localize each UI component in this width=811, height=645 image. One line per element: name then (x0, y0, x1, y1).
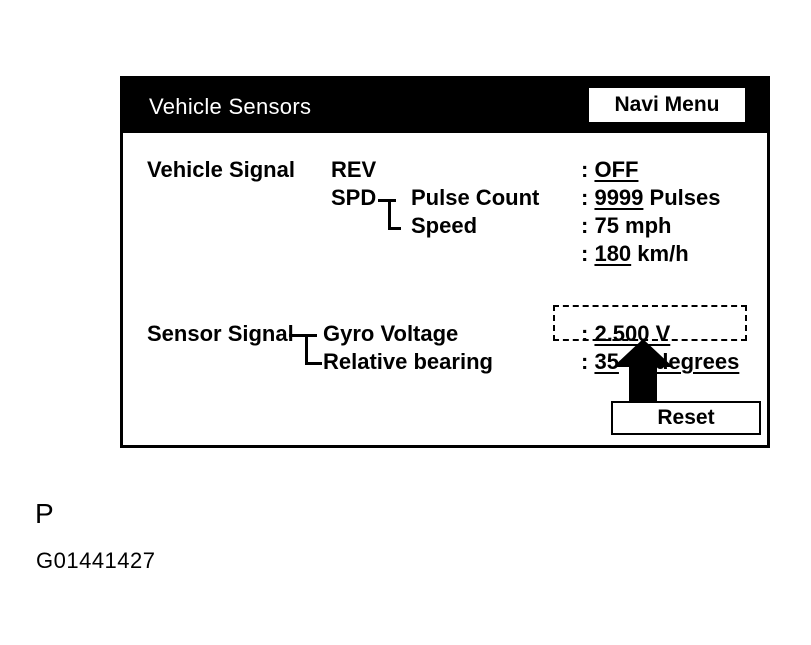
spd-label: SPD (331, 185, 377, 210)
up-arrow-icon (613, 339, 673, 411)
spd-bracket (388, 199, 401, 230)
navi-menu-button[interactable]: Navi Menu (589, 88, 745, 122)
speed-mph-value: : 75 mph (581, 213, 672, 238)
gyro-highlight-box (553, 305, 747, 341)
gyro-voltage-label: Gyro Voltage (323, 321, 459, 346)
speed-kmh-value: : 180 km/h (581, 241, 689, 266)
pulse-count-label: Pulse Count (411, 185, 540, 210)
relative-bearing-label: Relative bearing (323, 349, 493, 374)
rev-label: REV (331, 157, 377, 182)
gyro-voltage-value: : 2.500 V (581, 321, 671, 346)
figure-id: G01441427 (36, 548, 156, 573)
rev-value: : OFF (581, 157, 639, 182)
vehicle-signal-label: Vehicle Signal (147, 157, 295, 182)
vehicle-sensors-screen: Vehicle Sensors Navi Menu Vehicle Signal… (120, 76, 770, 448)
figure-letter: P (35, 498, 54, 529)
sensor-signal-label: Sensor Signal (147, 321, 294, 346)
screen-title: Vehicle Sensors (149, 94, 312, 119)
spd-connector (378, 199, 396, 202)
sensor-bracket (305, 334, 322, 365)
speed-label: Speed (411, 213, 478, 238)
title-bar: Vehicle Sensors Navi Menu (123, 79, 767, 133)
pulse-count-value: : 9999 Pulses (581, 185, 721, 210)
reset-button[interactable]: Reset (611, 401, 761, 435)
sensor-connector (289, 334, 317, 337)
